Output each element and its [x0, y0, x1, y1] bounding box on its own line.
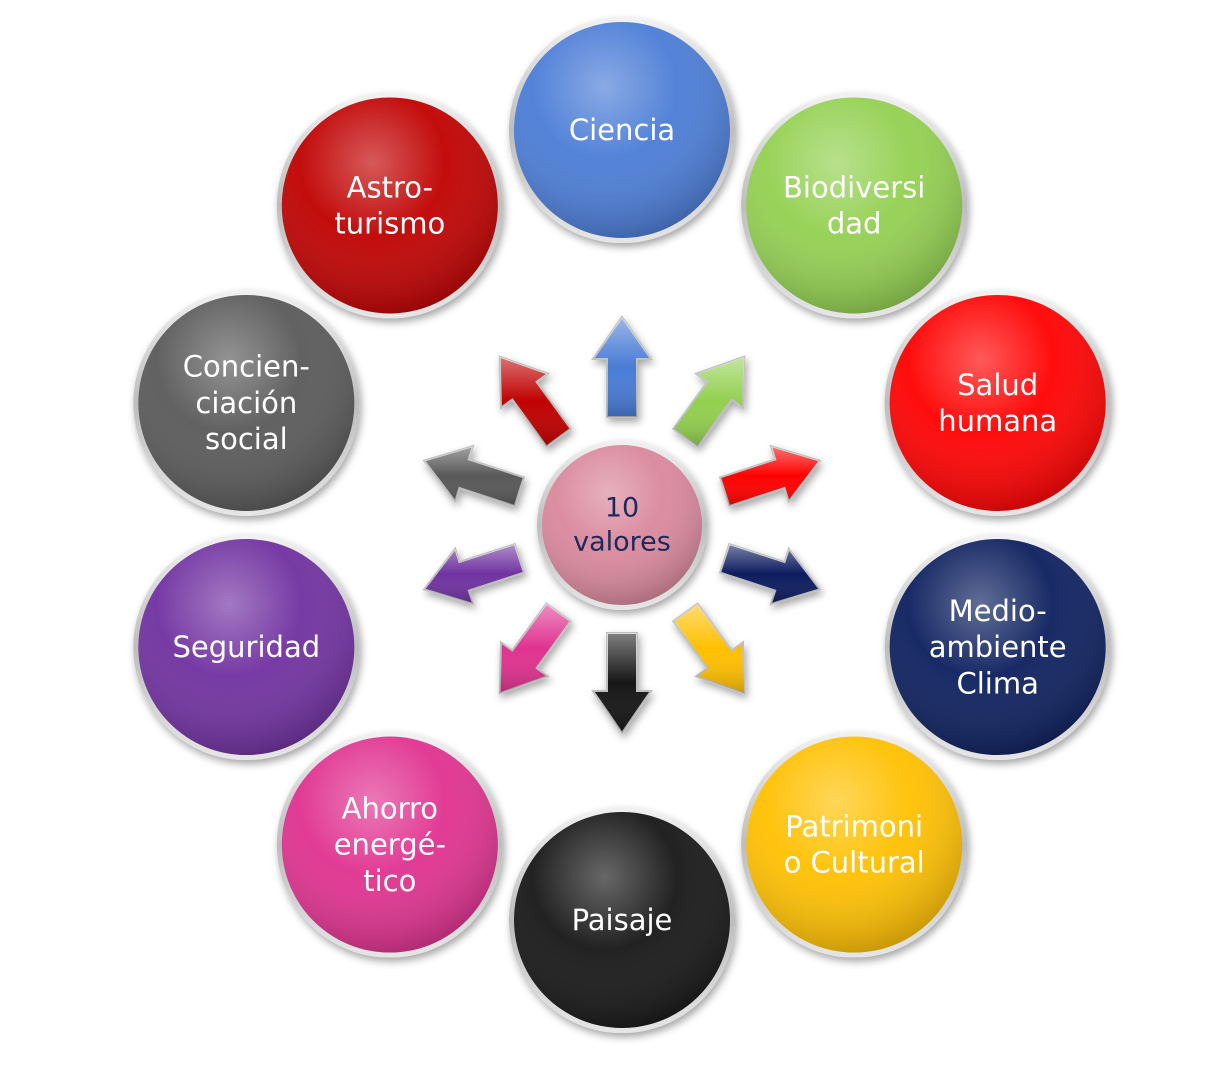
- node-label-line: tico: [363, 864, 416, 898]
- node-label-line: humana: [938, 404, 1057, 438]
- arrow-gloss: [593, 633, 651, 733]
- node-gloss: [514, 812, 730, 1028]
- arrow-gloss: [673, 356, 745, 447]
- node-gloss: [746, 97, 963, 314]
- arrow-gloss: [593, 317, 651, 417]
- arrow-seguridad: [422, 542, 526, 606]
- value-node-astro-turismo: Astro-turismo: [276, 92, 503, 319]
- node-label-line: Ciencia: [569, 113, 675, 147]
- node-label-line: Paisaje: [572, 903, 673, 937]
- circles-layer: CienciaBiodiversidadSaludhumanaMedio-amb…: [133, 17, 1111, 1033]
- node-label-line: Astro-: [347, 170, 433, 204]
- arrow-gloss: [499, 603, 571, 694]
- node-gloss: [514, 22, 730, 238]
- node-gloss: [281, 736, 498, 953]
- arrow-gloss: [720, 446, 820, 506]
- arrows-layer: [422, 315, 822, 735]
- node-gloss: [746, 736, 963, 953]
- arrow-salud-humana: [718, 444, 822, 508]
- arrow-patrimonio-cultural: [671, 602, 746, 695]
- node-label-line: Concien-: [183, 350, 310, 384]
- node-gloss: [889, 294, 1106, 511]
- arrow-gloss: [424, 544, 524, 604]
- arrow-astro-turismo: [498, 355, 573, 448]
- node-label-line: turismo: [334, 207, 445, 241]
- arrow-gloss: [720, 544, 820, 604]
- arrow-gloss: [499, 356, 571, 447]
- node-label-line: Biodiversi: [783, 170, 925, 204]
- value-node-ciencia: Ciencia: [509, 17, 735, 243]
- center-gloss: [542, 445, 702, 605]
- node-label-line: o Cultural: [784, 846, 925, 880]
- node-label-line: Seguridad: [173, 630, 321, 664]
- arrow-concienciacion-social: [422, 444, 526, 508]
- node-label-line: Ahorro: [342, 791, 438, 825]
- arrow-gloss: [424, 446, 524, 506]
- arrow-ciencia: [591, 315, 653, 418]
- arrow-medio-ambiente-clima: [718, 542, 822, 606]
- node-gloss: [281, 97, 498, 314]
- node-gloss: [889, 539, 1106, 756]
- arrow-paisaje: [591, 632, 653, 735]
- node-gloss: [138, 294, 355, 511]
- node-label-line: valores: [573, 526, 671, 557]
- value-node-paisaje: Paisaje: [509, 807, 735, 1033]
- node-label-line: ciación: [195, 386, 297, 420]
- arrow-biodiversidad: [671, 355, 746, 448]
- node-label-line: Medio-: [949, 594, 1047, 628]
- arrow-gloss: [673, 603, 745, 694]
- node-label-line: Clima: [956, 666, 1038, 700]
- node-label-line: 10: [605, 493, 639, 524]
- node-label-line: energé-: [334, 828, 446, 862]
- node-label-line: Patrimoni: [785, 809, 923, 843]
- node-label-line: Salud: [957, 368, 1038, 402]
- node-label-line: ambiente: [929, 630, 1067, 664]
- node-label-line: dad: [827, 207, 882, 241]
- node-label-line: social: [205, 422, 288, 456]
- arrow-ahorro-energetico: [498, 602, 573, 695]
- node-gloss: [138, 539, 355, 756]
- value-node-seguridad: Seguridad: [133, 534, 360, 761]
